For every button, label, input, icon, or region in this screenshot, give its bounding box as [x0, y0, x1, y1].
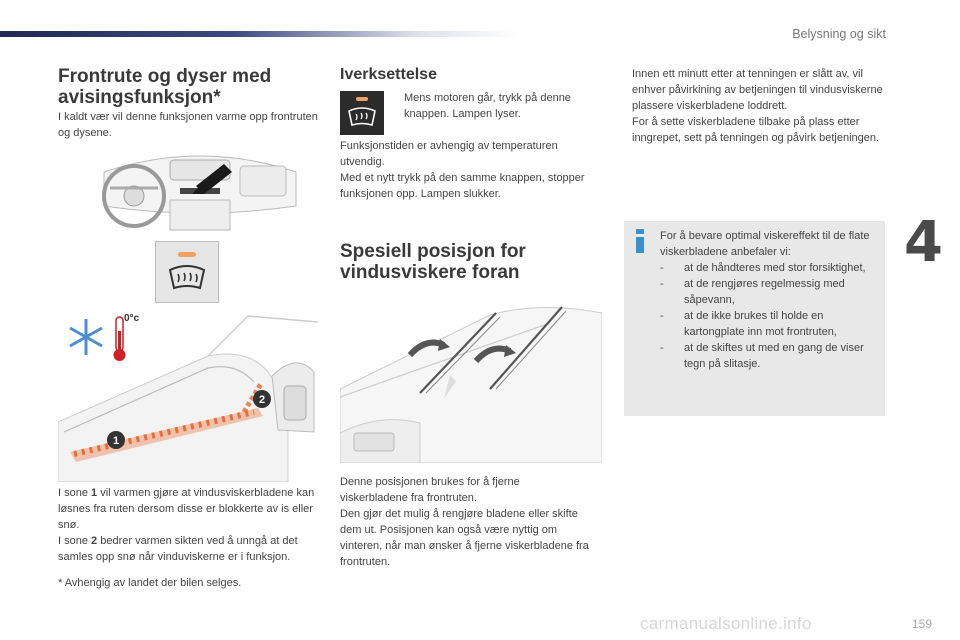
wiper-illustration: [340, 306, 602, 463]
left-title-line2: avisingsfunksjon*: [58, 87, 221, 108]
info-item: -at de rengjøres regelmessig med såpevan…: [660, 278, 845, 306]
info-icon: [636, 229, 644, 253]
wiper-p1: Denne posisjonen brukes for å fjerne vis…: [340, 476, 520, 504]
zone-2-marker: [253, 390, 271, 408]
header-bar: [0, 31, 520, 37]
footnote: * Avhengig av landet der bilen selges.: [58, 577, 242, 589]
zone-1-text: I sone 1 vil varmen gjøre at vindusviske…: [58, 487, 315, 531]
cold-weather-graphic: [69, 316, 126, 361]
wiper-p2: Den gjør det mulig å rengjøre bladene el…: [340, 508, 589, 568]
defrost-button-illustration: [155, 241, 219, 303]
watermark: carmanualsonline.info: [640, 614, 812, 633]
info-intro: For å bevare optimal viskereffekt til de…: [660, 230, 870, 258]
section-title: Belysning og sikt: [792, 27, 886, 41]
temperature-label: 0°c: [124, 313, 140, 324]
activation-p1: Funksjonstiden er avhengig av temperatur…: [340, 140, 558, 168]
thermometer-icon: [113, 316, 126, 361]
right-column: Innen ett minutt etter at tenningen er s…: [624, 66, 886, 146]
left-title-line1: Frontrute og dyser med: [58, 66, 272, 87]
info-text: For å bevare optimal viskereffekt til de…: [660, 228, 875, 372]
zone-descriptions: I sone 1 vil varmen gjøre at vindusviske…: [58, 485, 316, 591]
info-item: -at de håndteres med stor forsiktighet,: [660, 262, 866, 274]
zone-2-text: I sone 2 bedrer varmen sikten ved å unng…: [58, 535, 298, 563]
page-number: 159: [911, 617, 932, 631]
zone-1-marker: [107, 431, 125, 449]
windscreen-defrost-icon: [348, 97, 376, 127]
defrost-button-small: [340, 91, 384, 135]
windscreen-heating-illustration: 1 2: [58, 315, 318, 482]
wiper-position-text: Denne posisjonen brukes for å fjerne vis…: [340, 474, 590, 570]
zone-1-marker-label: 1: [113, 435, 119, 447]
info-item: -at de ikke brukes til holde en kartongp…: [660, 310, 837, 338]
left-title: Frontrute og dyser med avisingsfunksjon*: [58, 66, 318, 108]
windscreen-defrost-icon: [168, 252, 206, 290]
info-item: -at de skiftes ut med en gang de viser t…: [660, 342, 864, 370]
wiper-position-section: Spesiell posisjon for vindusviskere fora…: [340, 241, 590, 283]
snowflake-icon: [69, 319, 103, 355]
middle-column: Iverksettelse: [340, 66, 590, 84]
activation-p2: Med et nytt trykk på den samme knappen, …: [340, 172, 585, 200]
right-bullet-2: For å sette viskerbladene tilbake på pla…: [632, 116, 880, 144]
wiper-position-title: Spesiell posisjon for vindusviskere fora…: [340, 241, 526, 283]
zone-2-marker-label: 2: [259, 394, 265, 406]
left-intro: I kaldt vær vil denne funksjonen varme o…: [58, 111, 318, 139]
activation-bullet: Mens motoren går, trykk på denne knappen…: [404, 92, 571, 120]
activation-text: Funksjonstiden er avhengig av temperatur…: [340, 138, 590, 202]
info-box: For å bevare optimal viskereffekt til de…: [624, 221, 885, 416]
chapter-number: 4: [904, 210, 943, 275]
right-bullet-1: Innen ett minutt etter at tenningen er s…: [632, 68, 883, 112]
activation-title: Iverksettelse: [340, 66, 437, 83]
left-column: Frontrute og dyser med avisingsfunksjon*…: [58, 66, 318, 141]
dashboard-illustration: [102, 155, 297, 231]
